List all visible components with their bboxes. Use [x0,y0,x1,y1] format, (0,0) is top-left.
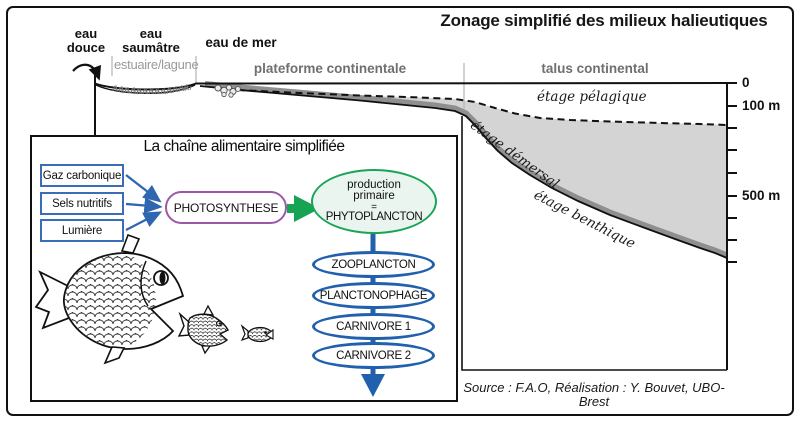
primary-production-line2: primaire [353,190,395,203]
label-talus-continental: talus continental [541,61,649,76]
label-eau-douce: eau douce [66,26,106,55]
input-sels-nutritifs: Sels nutritifs [40,192,124,215]
primary-production-line1: production [347,178,401,191]
photosynthesis-arrow [287,195,320,222]
food-chain-title: La chaîne alimentaire simplifiée [143,138,345,155]
input-lumiere: Lumière [40,219,124,242]
page-title: Zonage simplifié des milieux halieutique… [440,11,768,30]
depth-tick-100m: 100 m [742,98,781,113]
label-eau-saumatre: eau saumâtre [122,26,180,55]
food-chain-inset: La chaîne alimentaire simplifiée Gaz car… [30,135,458,402]
food-chain-graphics [34,174,385,397]
big-fish-top-fin [120,233,141,254]
primary-production-result: PHYTOPLANCTON [325,210,423,223]
medium-fish-top-fin [203,304,215,316]
chain-node-planctonophage: PLANCTONOPHAGE [312,282,435,309]
label-estuaire-lagune: estuaire/lagune [114,57,199,72]
pelagic-boundary-dashed [237,89,728,126]
photosynthesis-node: PHOTOSYNTHESE [165,191,287,224]
fish-illustration [34,233,274,365]
chain-node-zooplancton: ZOOPLANCTON [312,251,435,278]
small-fish-eye [264,331,267,334]
label-eau-de-mer: eau de mer [205,35,277,50]
depth-tick-0: 0 [742,75,750,90]
zone-divider-lines [111,56,465,114]
sediment-rocks [214,84,241,98]
label-etage-pelagique: étage pélagique [537,89,647,105]
small-fish-tail [240,324,249,342]
source-credit: Source : F.A.O, Réalisation : Y. Bouvet,… [463,380,725,409]
input-arrows [125,174,163,232]
outer-frame [6,6,794,416]
input-gaz-carbonique: Gaz carbonique [40,164,124,187]
depth-scale [726,82,737,370]
benthic-band [204,81,729,259]
depth-tick-500m: 500 m [742,188,781,203]
seafloor-line [199,85,728,259]
big-fish-gill [140,260,149,307]
chain-node-carnivore-2: CARNIVORE 2 [312,342,435,369]
medium-fish-bottom-fin [201,345,212,355]
label-plateforme-continentale: plateforme continentale [253,61,407,76]
big-fish-bottom-fin [103,346,126,365]
demersal-water-mass [205,86,727,259]
small-fish-mouth [264,328,274,340]
river-inflow-arrow [72,63,102,81]
chain-end-arrow [361,374,385,397]
primary-production-equals: = [371,201,377,213]
primary-production-node: production primaire = PHYTOPLANCTON [311,169,437,234]
chain-node-carnivore-1: CARNIVORE 1 [312,313,435,340]
section-boundary [461,116,727,371]
